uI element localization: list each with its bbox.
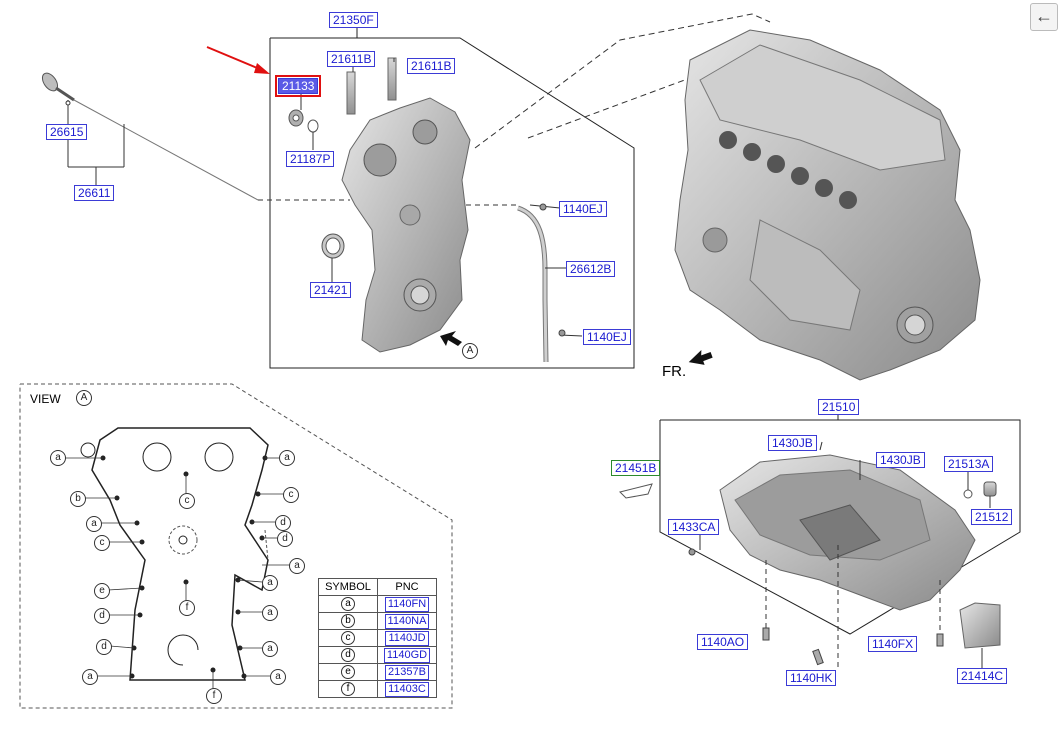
symbol-marker-a: a <box>289 558 305 574</box>
back-button[interactable]: ← <box>1030 3 1058 31</box>
view-a-box <box>19 383 453 709</box>
view-marker-a: A <box>462 343 478 359</box>
table-symbol: a <box>341 597 355 611</box>
dipstick-group <box>41 72 350 201</box>
table-header-pnc: PNC <box>377 578 437 596</box>
part-label-1140AO[interactable]: 1140AO <box>697 634 749 650</box>
symbol-marker-c: c <box>94 535 110 551</box>
part-label-1140EJ-2[interactable]: 1140EJ <box>583 329 631 345</box>
symbol-marker-a: a <box>82 669 98 685</box>
symbol-marker-a: a <box>270 669 286 685</box>
part-label-1433CA[interactable]: 1433CA <box>668 519 720 535</box>
timing-cover-group <box>269 13 771 369</box>
part-label-21187P[interactable]: 21187P <box>286 151 335 167</box>
symbol-marker-e: e <box>94 583 110 599</box>
table-row: b 1140NA <box>318 612 437 630</box>
part-label-21513A[interactable]: 21513A <box>944 456 994 472</box>
table-row: c 1140JD <box>318 629 437 647</box>
symbol-marker-a: a <box>262 575 278 591</box>
part-label-21510[interactable]: 21510 <box>818 399 860 415</box>
table-row: a 1140FN <box>318 595 437 613</box>
table-symbol: e <box>341 665 355 679</box>
table-pnc-link[interactable]: 1140FN <box>384 596 430 612</box>
symbol-marker-d: d <box>277 531 293 547</box>
symbol-pnc-table: SYMBOL PNC a 1140FN b 1140NA c 1140JD d … <box>318 578 437 698</box>
part-label-26612B[interactable]: 26612B <box>566 261 616 277</box>
part-label-1140EJ[interactable]: 1140EJ <box>559 201 607 217</box>
highlight-arrow <box>206 46 270 74</box>
symbol-marker-c: c <box>283 487 299 503</box>
part-label-21414C[interactable]: 21414C <box>957 668 1008 684</box>
symbol-marker-d: d <box>94 608 110 624</box>
table-header-symbol: SYMBOL <box>318 578 378 596</box>
part-label-21451B[interactable]: 21451B <box>611 460 661 476</box>
table-pnc-link[interactable]: 1140JD <box>385 630 429 646</box>
table-pnc-link[interactable]: 21357B <box>385 664 429 680</box>
table-symbol: b <box>341 614 355 628</box>
symbol-marker-a: a <box>262 605 278 621</box>
part-label-1430JB[interactable]: 1430JB <box>768 435 817 451</box>
front-direction-label: FR. <box>662 363 687 380</box>
table-symbol: c <box>341 631 355 645</box>
timing-cover <box>341 97 471 353</box>
part-label-26615[interactable]: 26615 <box>46 124 88 140</box>
symbol-marker-f: f <box>179 600 195 616</box>
table-row: f 11403C <box>318 680 437 698</box>
table-symbol: d <box>341 648 355 662</box>
symbol-marker-d: d <box>96 639 112 655</box>
part-label-21611B[interactable]: 21611B <box>327 51 376 67</box>
symbol-marker-b: b <box>70 491 86 507</box>
part-label-21512[interactable]: 21512 <box>971 509 1013 525</box>
part-label-1140HK[interactable]: 1140HK <box>786 670 837 686</box>
table-symbol: f <box>341 682 355 696</box>
part-label-21133-selected[interactable]: 21133 <box>274 75 322 97</box>
part-label-26611[interactable]: 26611 <box>74 185 115 201</box>
table-row: e 21357B <box>318 663 437 681</box>
table-pnc-link[interactable]: 1140GD <box>383 647 431 663</box>
oil-pan-group <box>619 412 1021 668</box>
part-label-21350F[interactable]: 21350F <box>329 12 378 28</box>
symbol-marker-a: a <box>262 641 278 657</box>
part-label-21611B-2[interactable]: 21611B <box>407 58 456 74</box>
symbol-marker-a: a <box>86 516 102 532</box>
symbol-marker-f: f <box>206 688 222 704</box>
table-pnc-link[interactable]: 1140NA <box>384 613 430 629</box>
symbol-marker-a: a <box>279 450 295 466</box>
engine-block <box>674 29 981 381</box>
part-label-1430JB-2[interactable]: 1430JB <box>876 452 925 468</box>
symbol-marker-a: a <box>50 450 66 466</box>
table-row: d 1140GD <box>318 646 437 664</box>
view-label-marker: A <box>76 390 92 406</box>
view-label: VIEW <box>30 392 61 406</box>
part-label-21421[interactable]: 21421 <box>310 282 352 298</box>
symbol-marker-c: c <box>179 493 195 509</box>
back-arrow-icon: ← <box>1035 6 1053 26</box>
symbol-marker-d: d <box>275 515 291 531</box>
part-label-1140FX[interactable]: 1140FX <box>868 636 918 652</box>
table-pnc-link[interactable]: 11403C <box>385 681 429 697</box>
